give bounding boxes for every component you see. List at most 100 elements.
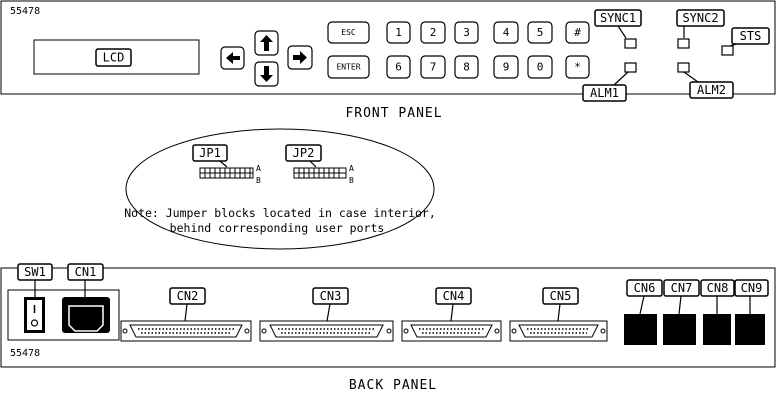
connector-cn7 bbox=[663, 314, 696, 345]
connector-cn5 bbox=[509, 320, 608, 342]
label-cn7: CN7 bbox=[671, 281, 693, 295]
svg-text:1: 1 bbox=[395, 26, 402, 39]
label-sts: STS bbox=[740, 29, 762, 43]
arrow-left-key[interactable] bbox=[220, 46, 245, 70]
svg-text:3: 3 bbox=[463, 26, 470, 39]
key-hash[interactable]: # bbox=[565, 21, 590, 44]
label-cn3: CN3 bbox=[320, 289, 342, 303]
svg-text:7: 7 bbox=[430, 61, 437, 74]
back-model-number: 55478 bbox=[10, 348, 40, 359]
label-cn1: CN1 bbox=[75, 265, 97, 279]
connector-cn2 bbox=[120, 320, 252, 342]
svg-text:*: * bbox=[574, 61, 581, 74]
key-4[interactable]: 4 bbox=[493, 21, 519, 44]
svg-text:5: 5 bbox=[537, 26, 544, 39]
callout-sync2: SYNC2 bbox=[676, 9, 725, 38]
led-alm2 bbox=[677, 62, 690, 73]
label-jp1: JP1 bbox=[199, 146, 221, 160]
jp2-row-a: A bbox=[349, 164, 354, 173]
label-cn4: CN4 bbox=[443, 289, 465, 303]
note-line-1: Note: Jumper blocks located in case inte… bbox=[124, 206, 436, 220]
callout-cn5: CN5 bbox=[542, 287, 579, 322]
label-sync1: SYNC1 bbox=[600, 11, 636, 25]
svg-text:#: # bbox=[574, 26, 581, 39]
callout-cn1: CN1 bbox=[67, 263, 104, 297]
label-cn5: CN5 bbox=[550, 289, 572, 303]
lcd-callout: LCD bbox=[95, 48, 132, 67]
connector-cn9 bbox=[735, 314, 765, 345]
svg-text:ESC: ESC bbox=[341, 28, 356, 37]
label-sw1: SW1 bbox=[24, 265, 46, 279]
key-1[interactable]: 1 bbox=[386, 21, 411, 44]
callout-cn3: CN3 bbox=[312, 287, 349, 322]
connector-cn6 bbox=[624, 314, 657, 345]
svg-text:6: 6 bbox=[395, 61, 402, 74]
power-inlet-cn1 bbox=[62, 297, 110, 333]
label-jp2: JP2 bbox=[293, 146, 315, 160]
key-9[interactable]: 9 bbox=[493, 55, 519, 79]
key-2[interactable]: 2 bbox=[420, 21, 446, 44]
jumper-block-jp2 bbox=[293, 167, 347, 179]
jp1-row-a: A bbox=[256, 164, 261, 173]
arrow-left-icon bbox=[226, 52, 240, 64]
arrow-right-icon bbox=[293, 51, 307, 64]
jp1-row-b: B bbox=[256, 176, 261, 185]
callout-cn7: CN7 bbox=[663, 279, 700, 315]
led-sync1 bbox=[624, 38, 637, 49]
callout-cn2: CN2 bbox=[169, 287, 206, 322]
callout-sts: STS bbox=[729, 27, 770, 47]
key-0[interactable]: 0 bbox=[527, 55, 553, 79]
callout-sync1: SYNC1 bbox=[594, 9, 642, 39]
callout-cn8: CN8 bbox=[700, 279, 735, 314]
callout-sw1: SW1 bbox=[17, 263, 53, 297]
key-enter[interactable]: ENTER bbox=[327, 55, 370, 79]
label-sync2: SYNC2 bbox=[682, 11, 718, 25]
key-esc[interactable]: ESC bbox=[327, 21, 370, 44]
callout-cn6: CN6 bbox=[626, 279, 663, 315]
svg-text:9: 9 bbox=[503, 61, 510, 74]
connector-cn4 bbox=[401, 320, 502, 342]
callout-alm2: ALM2 bbox=[683, 71, 734, 99]
arrow-right-key[interactable] bbox=[287, 45, 313, 70]
jp2-row-b: B bbox=[349, 176, 354, 185]
arrow-down-key[interactable] bbox=[254, 61, 279, 87]
key-star[interactable]: * bbox=[565, 55, 590, 79]
front-panel-caption: FRONT PANEL bbox=[345, 106, 442, 121]
label-cn8: CN8 bbox=[707, 281, 729, 295]
label-alm1: ALM1 bbox=[590, 86, 619, 100]
front-model-number: 55478 bbox=[10, 6, 40, 17]
key-8[interactable]: 8 bbox=[454, 55, 479, 79]
svg-text:8: 8 bbox=[463, 61, 470, 74]
connector-cn8 bbox=[703, 314, 731, 345]
label-alm2: ALM2 bbox=[697, 83, 726, 97]
label-cn6: CN6 bbox=[634, 281, 656, 295]
key-7[interactable]: 7 bbox=[420, 55, 446, 79]
key-3[interactable]: 3 bbox=[454, 21, 479, 44]
key-6[interactable]: 6 bbox=[386, 55, 411, 79]
callout-jp1: JP1 bbox=[192, 144, 228, 168]
label-cn2: CN2 bbox=[177, 289, 199, 303]
svg-text:2: 2 bbox=[430, 26, 437, 39]
svg-text:ENTER: ENTER bbox=[336, 63, 360, 72]
led-sts bbox=[721, 45, 734, 56]
back-panel-caption: BACK PANEL bbox=[349, 378, 437, 393]
svg-text:4: 4 bbox=[503, 26, 510, 39]
led-alm1 bbox=[624, 62, 637, 73]
power-switch-sw1[interactable] bbox=[24, 297, 45, 333]
note-line-2: behind corresponding user ports bbox=[170, 221, 385, 235]
connector-cn3 bbox=[259, 320, 394, 342]
arrow-up-key[interactable] bbox=[254, 30, 279, 56]
callout-alm1: ALM1 bbox=[582, 71, 629, 102]
callout-cn9: CN9 bbox=[734, 279, 769, 314]
arrow-up-icon bbox=[260, 35, 273, 51]
led-sync2 bbox=[677, 38, 690, 49]
callout-cn4: CN4 bbox=[435, 287, 472, 322]
svg-text:0: 0 bbox=[537, 61, 544, 74]
callout-jp2: JP2 bbox=[285, 144, 322, 168]
jumper-block-jp1 bbox=[199, 167, 254, 179]
label-cn9: CN9 bbox=[741, 281, 763, 295]
key-5[interactable]: 5 bbox=[527, 21, 553, 44]
lcd-label: LCD bbox=[103, 51, 125, 65]
arrow-down-icon bbox=[260, 66, 273, 82]
